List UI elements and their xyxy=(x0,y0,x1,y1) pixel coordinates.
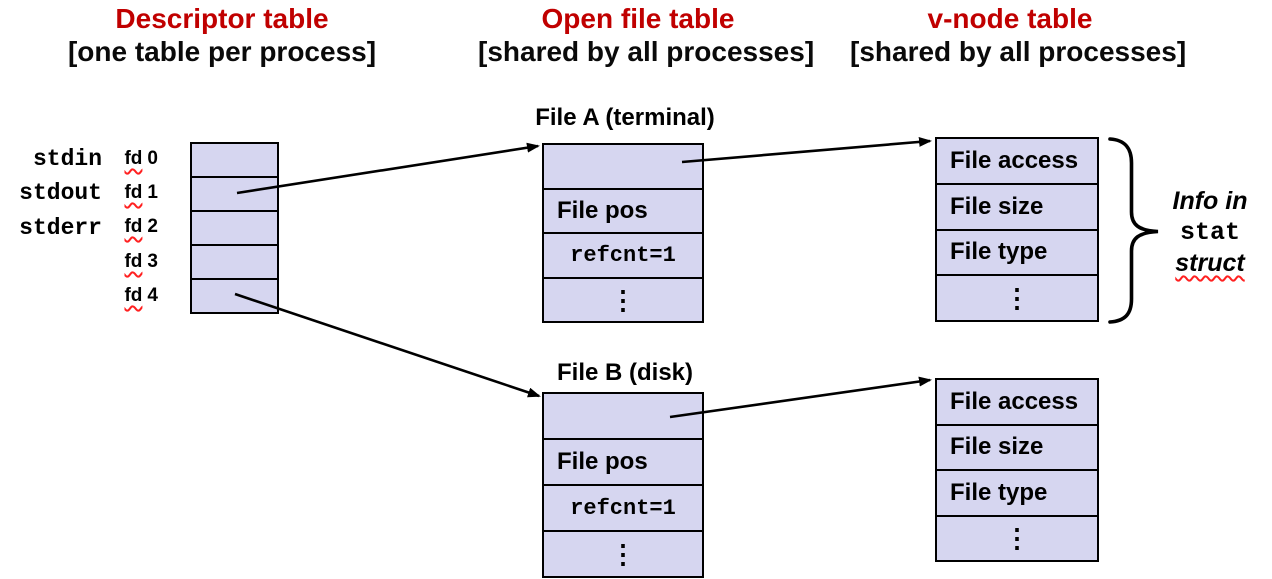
file-a-refcnt-cell: refcnt=1 xyxy=(544,234,702,279)
arrow-file-a-to-vnode-icon xyxy=(681,136,932,164)
open-file-table-header: Open file table [shared by all processes… xyxy=(478,2,815,68)
descriptor-table-title: Descriptor table xyxy=(115,3,329,34)
stat-annotation-line2: stat xyxy=(1179,218,1240,247)
stat-annotation: Info in stat struct xyxy=(1140,186,1272,279)
vnode-a-size-cell: File size xyxy=(937,185,1097,231)
stat-annotation-line1: Info in xyxy=(1172,187,1248,215)
fd0-num: 0 xyxy=(147,148,158,169)
vnode-a-ellipsis-cell: ⋮ xyxy=(1004,283,1030,314)
fd4-num: 4 xyxy=(147,285,158,306)
file-a-table: File pos refcnt=1 ⋮ xyxy=(542,143,704,323)
open-file-table-subtitle: [shared by all processes] xyxy=(478,36,815,67)
descriptor-table xyxy=(190,142,279,314)
vnode-table-subtitle: [shared by all processes] xyxy=(850,36,1187,67)
file-b-refcnt-cell: refcnt=1 xyxy=(544,486,702,532)
descriptor-table-header: Descriptor table [one table per process] xyxy=(42,2,402,68)
file-b-pointer-cell xyxy=(544,394,702,440)
descriptor-cell-fd0 xyxy=(192,144,277,178)
fd4-prefix: fd xyxy=(124,285,143,306)
vnode-a-access-cell: File access xyxy=(937,139,1097,185)
vnode-a-type-cell: File type xyxy=(937,231,1097,277)
file-b-filepos-cell: File pos xyxy=(544,440,702,486)
descriptor-cell-fd4 xyxy=(192,280,277,312)
vnode-table-a: File access File size File type ⋮ xyxy=(935,137,1099,322)
file-b-table: File pos refcnt=1 ⋮ xyxy=(542,392,704,578)
vnode-b-ellipsis-cell: ⋮ xyxy=(1004,523,1030,554)
stdout-label: stdout xyxy=(19,180,102,206)
stdin-label: stdin xyxy=(32,146,102,172)
stderr-label: stderr xyxy=(19,215,102,241)
descriptor-cell-fd3 xyxy=(192,246,277,280)
vnode-b-size-cell: File size xyxy=(937,426,1097,471)
fd2-prefix: fd xyxy=(124,216,143,237)
fd3-prefix: fd xyxy=(124,251,143,272)
descriptor-table-subtitle: [one table per process] xyxy=(67,36,377,67)
vnode-table-title: v-node table xyxy=(927,3,1093,34)
file-b-title: File B (disk) xyxy=(556,359,694,386)
open-file-table-title: Open file table xyxy=(541,3,735,34)
descriptor-cell-fd1 xyxy=(192,178,277,212)
file-b-ellipsis-cell: ⋮ xyxy=(610,539,636,569)
arrow-fd4-to-file-b-icon xyxy=(234,292,541,398)
file-a-filepos-cell: File pos xyxy=(544,190,702,234)
stat-annotation-line3: struct xyxy=(1175,249,1245,277)
vnode-b-access-cell: File access xyxy=(937,380,1097,426)
arrow-fd1-to-file-a-icon xyxy=(236,142,540,195)
file-a-title: File A (terminal) xyxy=(535,104,715,131)
descriptor-cell-fd2 xyxy=(192,212,277,246)
fd0-prefix: fd xyxy=(124,148,143,169)
fd3-num: 3 xyxy=(147,251,158,272)
vnode-b-type-cell: File type xyxy=(937,471,1097,517)
file-a-pointer-cell xyxy=(544,145,702,190)
vnode-table-header: v-node table [shared by all processes] xyxy=(850,2,1187,68)
file-a-ellipsis-cell: ⋮ xyxy=(610,284,636,315)
fd1-prefix: fd xyxy=(124,182,143,203)
fd1-num: 1 xyxy=(147,182,158,203)
fd2-num: 2 xyxy=(147,216,158,237)
vnode-table-b: File access File size File type ⋮ xyxy=(935,378,1099,562)
